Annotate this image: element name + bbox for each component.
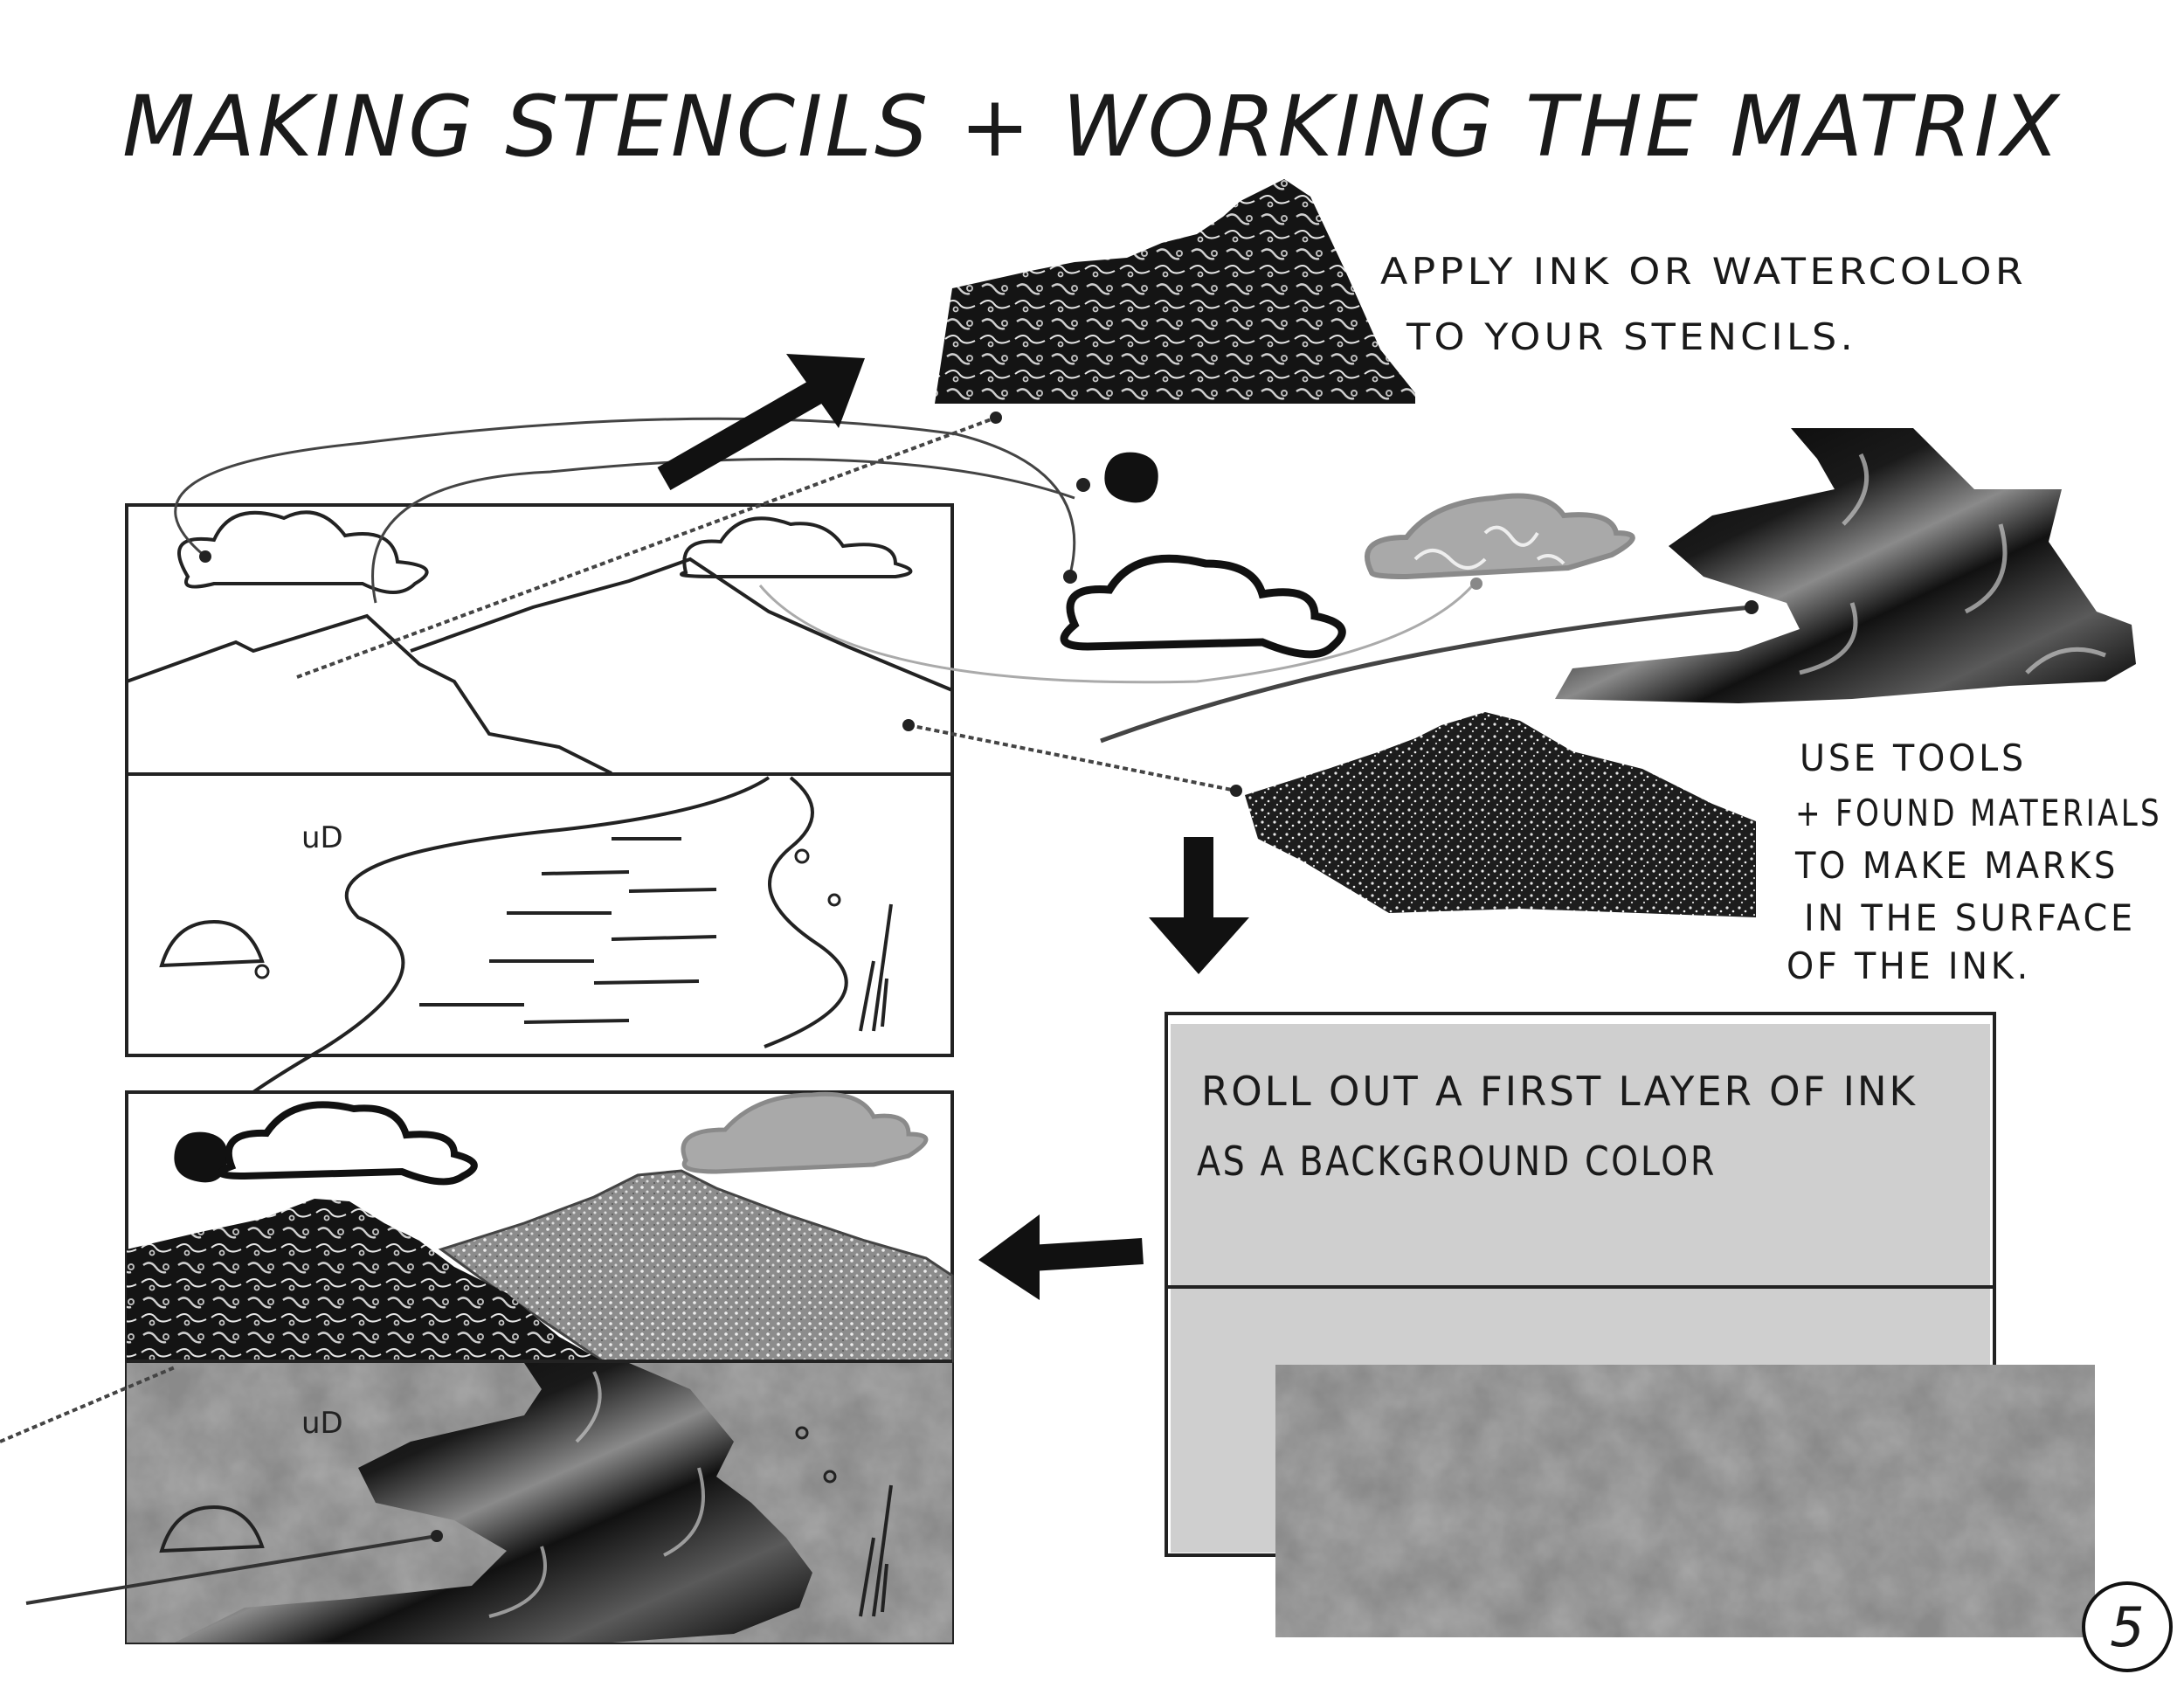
svg-text:+ FOUND MATERIALS: + FOUND MATERIALS: [1795, 792, 2162, 834]
cloud-stencil-gray: [1365, 493, 1635, 580]
page-number-badge: 5: [2082, 1581, 2173, 1672]
svg-text:uD: uD: [301, 1406, 343, 1441]
matrix-plate: [1275, 1365, 2095, 1637]
connector-lines: [174, 416, 1752, 792]
svg-text:IN THE SURFACE: IN THE SURFACE: [1804, 896, 2136, 939]
arrow-up-right-icon: [657, 354, 865, 491]
sketch-panel: uD: [125, 503, 954, 1132]
river-stencil-smoke: [1555, 428, 2136, 703]
page-title: MAKING STENCILS + WORKING THE MATRIX: [122, 78, 2062, 176]
arrow-left-icon: [978, 1214, 1144, 1300]
cloud-stencil-outline: [1060, 554, 1346, 659]
svg-text:uD: uD: [301, 820, 343, 855]
arrow-down-icon: [1149, 837, 1249, 974]
mountain-stencil-stipple: [1245, 712, 1756, 917]
svg-text:5: 5: [2110, 1595, 2144, 1659]
note-apply-ink: APPLY INK OR WATERCOLOR TO YOUR STENCILS…: [1380, 250, 2027, 358]
svg-text:ROLL OUT A FIRST LAYER OF INK: ROLL OUT A FIRST LAYER OF INK: [1201, 1068, 1918, 1115]
mountain-stencil-swirl: [935, 179, 1415, 404]
svg-text:APPLY INK OR WATERCOLOR: APPLY INK OR WATERCOLOR: [1380, 250, 2027, 293]
svg-text:AS A BACKGROUND COLOR: AS A BACKGROUND COLOR: [1197, 1138, 1717, 1185]
black-blob-stencil: [1104, 452, 1158, 503]
composite-print-panel: uD: [0, 1090, 954, 1644]
svg-text:TO MAKE MARKS: TO MAKE MARKS: [1794, 844, 2118, 887]
svg-text:TO YOUR STENCILS.: TO YOUR STENCILS.: [1406, 315, 1856, 358]
note-use-tools: USE TOOLS + FOUND MATERIALS TO MAKE MARK…: [1787, 737, 2162, 987]
svg-text:OF THE INK.: OF THE INK.: [1787, 944, 2031, 987]
svg-text:USE TOOLS: USE TOOLS: [1800, 737, 2027, 779]
